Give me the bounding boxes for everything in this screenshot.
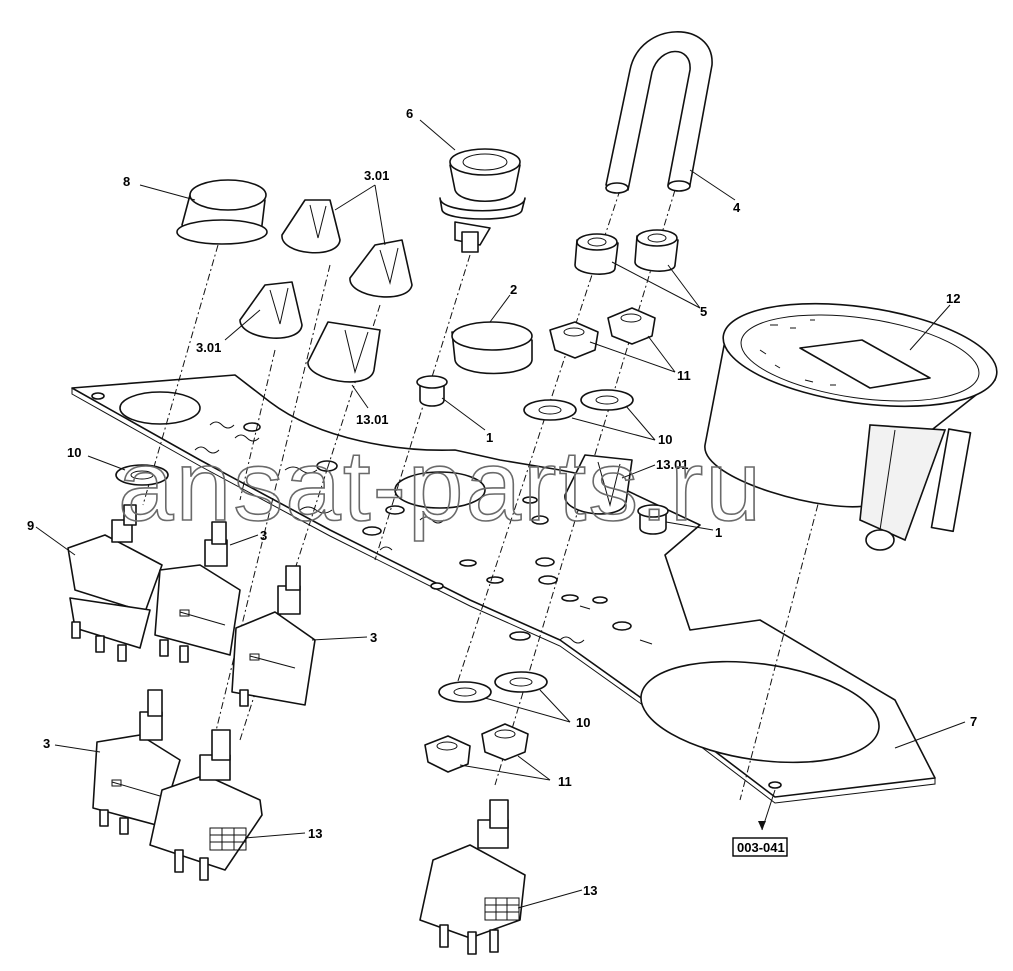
nuts-lower [424, 723, 529, 773]
callout-6: 6 [406, 106, 413, 121]
rocker-switch-upper [154, 521, 241, 663]
callout-2: 2 [510, 282, 517, 297]
reference-box-label: 003-041 [737, 840, 785, 855]
rotary-switch-left [149, 729, 263, 881]
reference-box: 003-041 [732, 837, 788, 857]
callout-10-upper: 10 [658, 432, 672, 447]
watermark-text: ansat-parts.ru [118, 430, 763, 542]
panel-plate [71, 374, 936, 804]
bushing-lower [637, 504, 669, 535]
push-cap [176, 179, 268, 245]
callout-3-lower: 3 [43, 736, 50, 751]
callout-3-01-top: 3.01 [364, 168, 389, 183]
nuts-upper [549, 307, 656, 359]
bushing-upper [416, 375, 448, 407]
callout-11-lower: 11 [558, 774, 572, 789]
callout-13-right: 13 [583, 883, 597, 898]
callout-3-01-left: 3.01 [196, 340, 221, 355]
callout-11-upper: 11 [677, 368, 691, 383]
knob-d [307, 321, 381, 383]
spacers [574, 229, 679, 275]
callout-8: 8 [123, 174, 130, 189]
connector-socket [439, 148, 526, 253]
callout-3-middle: 3 [370, 630, 377, 645]
knob-e [564, 454, 633, 515]
callout-13-left: 13 [308, 826, 322, 841]
knob-c [239, 281, 303, 339]
washers-lower [438, 671, 548, 703]
cap [451, 321, 533, 375]
toggle-switch [67, 504, 163, 662]
callout-13-01-right: 13.01 [656, 457, 689, 472]
knob-b [349, 239, 413, 298]
callout-13-01-upper: 13.01 [356, 412, 389, 427]
callout-labels: 8 3.01 3.01 6 4 2 5 12 11 1 13.01 10 13.… [27, 106, 977, 898]
washers-upper [523, 389, 634, 421]
callout-12: 12 [946, 291, 960, 306]
rocker-switch-lower [92, 689, 181, 835]
callout-3-upper: 3 [260, 528, 267, 543]
knob-a [281, 199, 341, 254]
leader-lines [35, 119, 966, 909]
callout-4: 4 [733, 200, 741, 215]
callout-10-left: 10 [67, 445, 81, 460]
rocker-switch-middle [231, 565, 316, 707]
callout-1-lower: 1 [715, 525, 722, 540]
callout-5: 5 [700, 304, 707, 319]
callout-7: 7 [970, 714, 977, 729]
callout-1-upper: 1 [486, 430, 493, 445]
washer-left [115, 464, 169, 486]
u-bolt [605, 31, 713, 194]
rotary-switch-right [419, 799, 526, 955]
callout-10-lower: 10 [576, 715, 590, 730]
callout-9: 9 [27, 518, 34, 533]
